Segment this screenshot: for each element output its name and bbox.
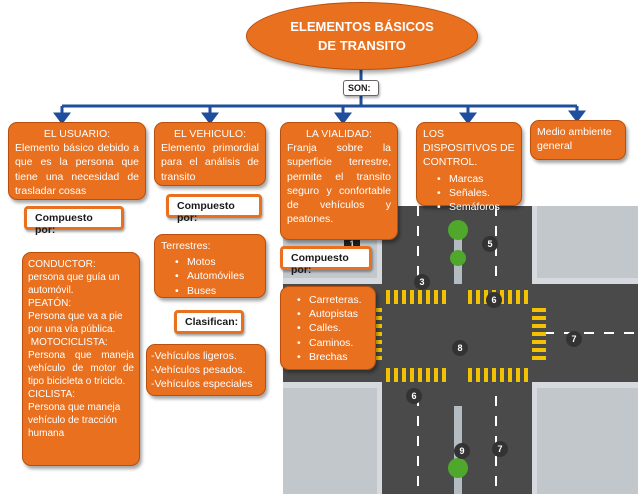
vialidad-item: Caminos. [297,336,369,350]
vialidad-box: LA VIALIDAD: Franja sobre la superficie … [280,122,398,240]
marker-3: 3 [414,274,430,290]
conductor-text: persona que guía un automóvil. [28,272,120,296]
peaton-text: Persona que va a pie por una vía pública… [28,311,123,335]
motociclista-heading: MOTOCICLISTA: [28,337,108,348]
usuario-heading: EL USUARIO: [43,128,111,140]
vehiculo-box: EL VEHICULO: Elemento primordial para el… [154,122,266,186]
main-title-oval: ELEMENTOS BÁSICOS DE TRANSITO [246,2,478,70]
vialidad-item: Brechas [297,350,369,364]
peaton-heading: PEATÓN: [28,298,72,309]
terrestres-heading: Terrestres: [161,240,211,252]
terrestres-item: Buses [175,284,259,298]
motociclista-text: Persona que maneja vehículo de motor de … [28,350,134,387]
usuario-detail-box: CONDUCTOR: persona que guía un automóvil… [22,252,140,466]
usuario-box: EL USUARIO: Elemento básico debido a que… [8,122,146,200]
vialidad-compuesto-tag: Compuesto por: [280,246,372,276]
vehiculo-compuesto-tag: Compuesto por: [166,194,262,224]
vehiculo-clase: -Vehículos especiales [151,378,253,391]
vialidad-heading: LA VIALIDAD: [306,128,372,140]
son-connector-label: SON: [343,80,379,96]
dispositivos-item: Semáforos [437,200,515,214]
vehiculo-clase: -Vehículos ligeros. [151,350,237,362]
terrestres-list: Motos Automóviles Buses [161,255,259,298]
marker-5: 5 [482,236,498,252]
vialidad-item: Carreteras. [297,293,369,307]
dispositivos-item: Marcas [437,172,515,186]
marker-6b: 6 [406,388,422,404]
dispositivos-list: Marcas Señales. Semáforos [423,172,515,215]
marker-9: 9 [454,443,470,459]
terrestres-item: Automóviles [175,269,259,283]
vialidad-list: Carreteras. Autopistas Calles. Caminos. … [287,293,369,364]
title-line-2: DE TRANSITO [318,38,406,53]
vialidad-text: Franja sobre la superficie terrestre, pe… [287,142,391,226]
terrestres-item: Motos [175,255,259,269]
usuario-text: Elemento básico debido a que es la perso… [15,142,139,197]
vehiculo-clasifican-tag: Clasifican: [174,310,244,334]
ciclista-heading: CICLISTA: [28,389,76,400]
vehiculo-clases-box: -Vehículos ligeros. -Vehículos pesados. … [146,344,266,396]
dispositivos-heading: LOS DISPOSITIVOS DE CONTROL. [423,128,515,169]
conductor-heading: CONDUCTOR: [28,259,96,270]
vialidad-list-box: Carreteras. Autopistas Calles. Caminos. … [280,286,376,370]
vehiculo-clase: -Vehículos pesados. [151,364,246,377]
title-line-1: ELEMENTOS BÁSICOS [290,18,434,34]
dispositivos-box: LOS DISPOSITIVOS DE CONTROL. Marcas Seña… [416,122,522,214]
vialidad-item: Autopistas [297,307,369,321]
marker-8: 8 [452,340,468,356]
ciclista-text: Persona que maneja vehículo de tracción … [28,402,121,439]
medio-ambiente-box: Medio ambiente general [530,120,626,160]
vehiculo-heading: EL VEHICULO: [174,128,246,140]
marker-7a: 7 [566,331,582,347]
usuario-compuesto-tag: Compuesto por: [24,206,124,236]
dispositivos-item: Señales. [437,186,515,200]
vehiculo-text: Elemento primordial para el análisis de … [161,142,259,183]
vialidad-item: Calles. [297,321,369,335]
vehiculo-terrestres-box: Terrestres: Motos Automóviles Buses [154,234,266,298]
marker-6a: 6 [486,292,502,308]
marker-7b: 7 [492,441,508,457]
medio-ambiente-text: Medio ambiente general [537,126,612,153]
